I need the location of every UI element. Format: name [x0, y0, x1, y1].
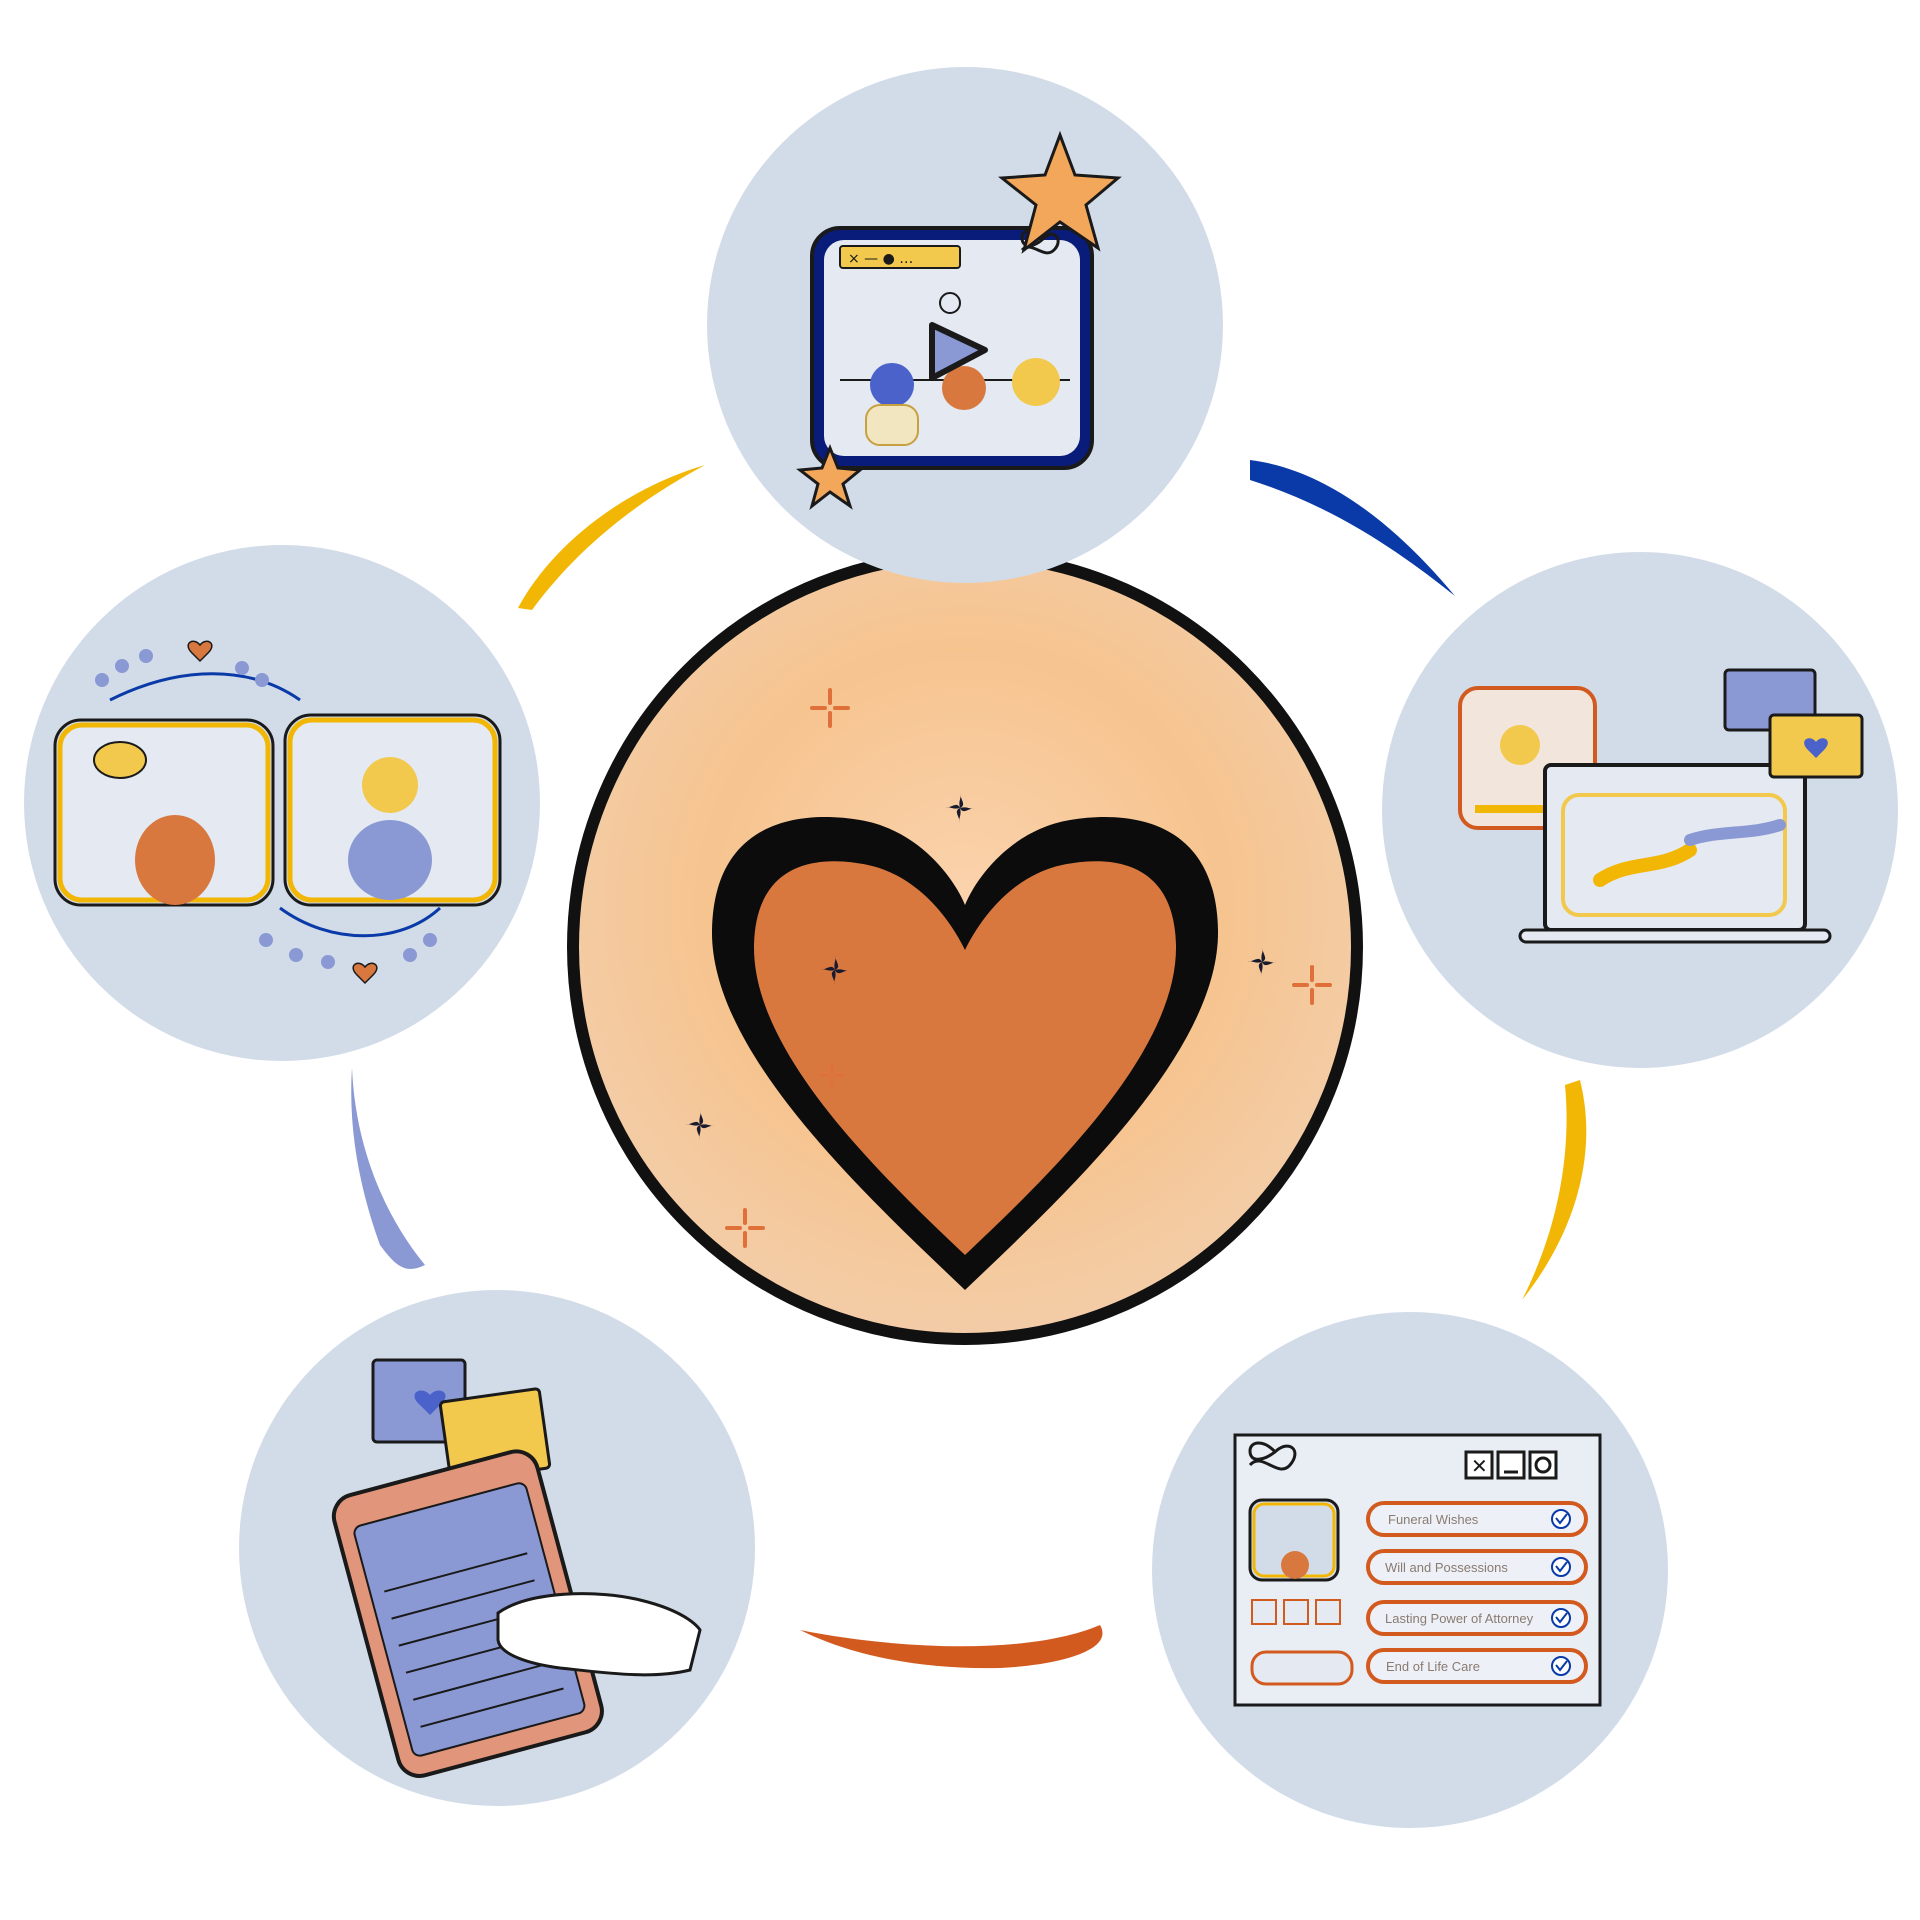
avatar [1281, 1551, 1309, 1579]
heart-icon [187, 640, 213, 663]
avatar [1500, 725, 1540, 765]
tablet-icon [331, 1449, 604, 1778]
panel-checklist: ✕ Funeral Wishes Will and Possessions La… [1152, 1312, 1668, 1828]
panel-tablet [239, 1290, 755, 1806]
laptop-icon [1518, 763, 1832, 944]
avatar [348, 820, 432, 900]
minimize-icon[interactable] [1496, 1450, 1526, 1480]
hand-icon [1593, 843, 1697, 887]
hand-icon [496, 1592, 702, 1677]
text-line [1475, 805, 1575, 813]
svg-text:× — ● …: × — ● … [848, 251, 913, 267]
star-icon [796, 443, 864, 510]
dots-decoration [95, 649, 437, 969]
thumbnail-icon [1251, 1599, 1277, 1625]
audience-person [870, 363, 914, 407]
arc-top-left [518, 465, 705, 610]
panel-video-call [24, 545, 540, 1061]
connection-arc [109, 672, 301, 702]
panel-video-player: × — ● … [707, 67, 1223, 583]
checklist-item-label: Will and Possessions [1385, 1560, 1508, 1575]
infinity-icon [1020, 229, 1060, 255]
thumbnail-icon [1315, 1599, 1341, 1625]
checklist-item-label: Lasting Power of Attorney [1385, 1611, 1534, 1626]
signature-field [1250, 1650, 1354, 1686]
heart-icon [1804, 738, 1828, 758]
close-icon[interactable] [1464, 1450, 1494, 1480]
check-icon [1551, 1509, 1571, 1529]
thumbnail-icon [1283, 1599, 1309, 1625]
audience-person [865, 404, 919, 446]
center-heart-circle [567, 549, 1363, 1345]
heart-icon [352, 962, 378, 985]
play-icon[interactable] [929, 322, 988, 381]
video-window: × — ● … [810, 226, 1094, 470]
speaker-figure [939, 292, 961, 314]
profile-card [1248, 1498, 1340, 1582]
checklist-item[interactable]: Lasting Power of Attorney [1366, 1600, 1588, 1636]
check-icon [1551, 1557, 1571, 1577]
arc-right [1522, 1080, 1587, 1300]
heart-icon [414, 1390, 446, 1415]
audience-person [942, 366, 986, 410]
checklist-item[interactable]: Will and Possessions [1366, 1549, 1588, 1585]
avatar [362, 757, 418, 813]
arc-bottom [800, 1625, 1103, 1669]
infinity-icon [1248, 1441, 1297, 1471]
checklist-item[interactable]: Funeral Wishes [1366, 1501, 1588, 1537]
speech-bubble-icon [93, 741, 147, 779]
svg-text:✕: ✕ [1471, 1454, 1488, 1478]
arc-top-right [1250, 460, 1455, 596]
checklist-item-label: End of Life Care [1386, 1659, 1480, 1674]
star-icon [998, 130, 1122, 254]
arc-left [351, 1068, 425, 1269]
heart-icon [711, 817, 1219, 1290]
maximize-icon[interactable] [1528, 1450, 1558, 1480]
video-call-icon [53, 713, 502, 907]
checklist-item-label: Funeral Wishes [1388, 1512, 1479, 1527]
checklist-item[interactable]: End of Life Care [1366, 1648, 1588, 1684]
avatar [135, 815, 215, 905]
panel-laptop-chat [1382, 552, 1898, 1068]
audience-person [1012, 358, 1060, 406]
hand-icon [1684, 819, 1786, 846]
window-controls [839, 245, 961, 269]
connection-arc [279, 906, 442, 938]
check-icon [1551, 1656, 1571, 1676]
check-icon [1551, 1608, 1571, 1628]
